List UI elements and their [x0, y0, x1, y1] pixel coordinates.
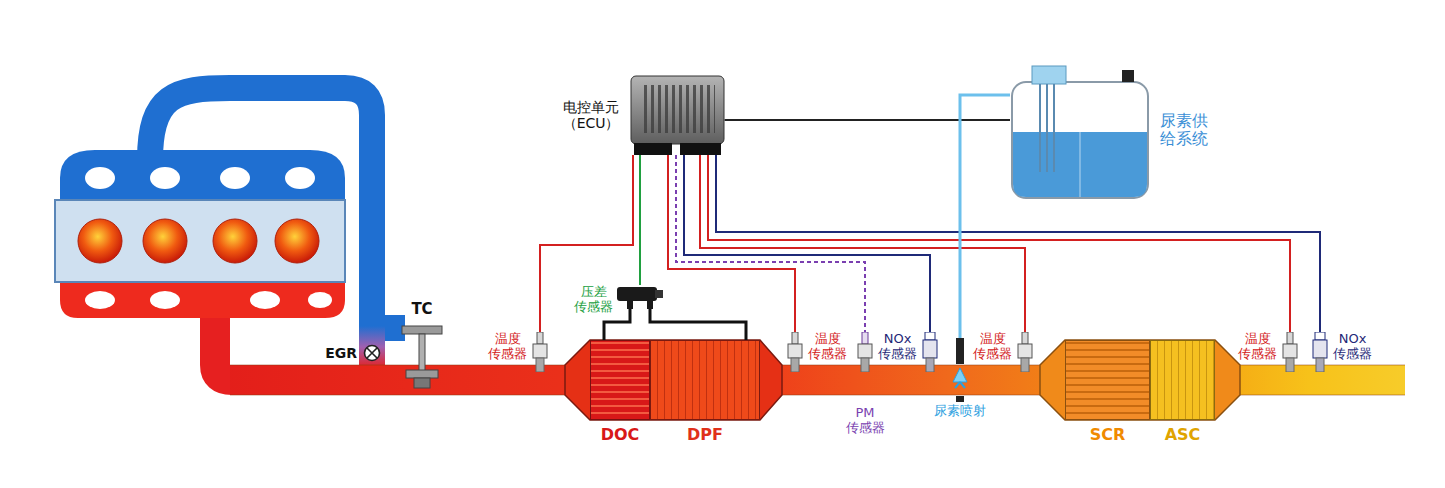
urea-injector: 尿素喷射	[934, 338, 986, 419]
valve-symbol	[363, 344, 381, 362]
sensor-icon	[1016, 332, 1034, 372]
sensor-icon	[786, 332, 804, 372]
ecu-label: 电控单元 （ECU）	[563, 99, 620, 131]
sensor-label: PM 传感器	[846, 406, 885, 436]
egr-label: EGR	[325, 345, 357, 361]
turbo-symbol	[400, 318, 444, 390]
pressure-sensor: 压差 传感器	[574, 285, 663, 315]
temp-sensor: 温度 传感器	[1238, 332, 1299, 372]
sensor-icon	[531, 332, 549, 372]
asc-label: ASC	[1165, 426, 1201, 444]
hose-line	[650, 309, 746, 340]
sensor-icon	[1281, 332, 1299, 372]
sensor-label: 温度 传感器	[808, 332, 847, 362]
sensor-icon	[856, 332, 874, 372]
doc-label: DOC	[601, 426, 640, 444]
signal-wire	[684, 155, 930, 332]
sensor-label: 温度 传感器	[488, 332, 527, 362]
signal-wire	[540, 155, 633, 332]
urea-tank-body	[1010, 60, 1150, 200]
egr-valve: EGR	[325, 344, 381, 362]
asc-block: ASC	[1150, 340, 1215, 444]
doc-dpf-can	[565, 340, 782, 420]
signal-wire	[676, 155, 865, 332]
tank-label: 尿素供 给系统	[1160, 112, 1208, 149]
sensor-icon	[949, 338, 971, 402]
sensor-label: 温度 传感器	[973, 332, 1012, 362]
egr-pipe	[359, 326, 385, 368]
sensor-label: 压差 传感器	[574, 285, 613, 315]
doc-block: DOC	[590, 340, 650, 444]
sensor-label: 温度 传感器	[1238, 332, 1277, 362]
signal-wire	[708, 155, 1290, 332]
nox-sensor: NOx 传感器	[1311, 332, 1372, 372]
scr-asc-can	[1040, 340, 1240, 420]
exhaust-manifold	[60, 282, 345, 318]
catalyst-brick	[1065, 340, 1150, 420]
signal-wire	[725, 119, 1011, 121]
tc-label: TC	[411, 301, 432, 318]
hose-line	[960, 95, 1010, 338]
sensor-icon	[1311, 332, 1329, 372]
ecu-unit: 电控单元 （ECU）	[563, 75, 725, 155]
dpf-label: DPF	[687, 426, 723, 444]
turbocharger: TC	[400, 301, 444, 390]
injector-label: 尿素喷射	[934, 404, 986, 419]
sensor-label: NOx 传感器	[878, 332, 917, 362]
sensor-icon	[617, 285, 663, 309]
catalyst-brick	[590, 340, 650, 420]
pm-sensor: PM 传感器	[846, 332, 885, 436]
dpf-block: DPF	[650, 340, 760, 444]
sensor-label: NOx 传感器	[1333, 332, 1372, 362]
signal-wire	[668, 155, 795, 332]
ecu-housing	[630, 75, 725, 155]
engine-block	[55, 200, 345, 282]
temp-sensor: 温度 传感器	[786, 332, 847, 372]
temp-sensor: 温度 传感器	[488, 332, 549, 372]
catalyst-brick	[650, 340, 760, 420]
signal-wire	[700, 155, 1025, 332]
signal-wire	[639, 155, 641, 285]
intake-manifold	[60, 150, 345, 200]
catalyst-brick	[1150, 340, 1215, 420]
urea-tank: 尿素供 给系统	[1010, 60, 1208, 200]
scr-label: SCR	[1090, 426, 1126, 444]
nox-sensor: NOx 传感器	[878, 332, 939, 372]
scr-block: SCR	[1065, 340, 1150, 444]
sensor-icon	[921, 332, 939, 372]
temp-sensor: 温度 传感器	[973, 332, 1034, 372]
